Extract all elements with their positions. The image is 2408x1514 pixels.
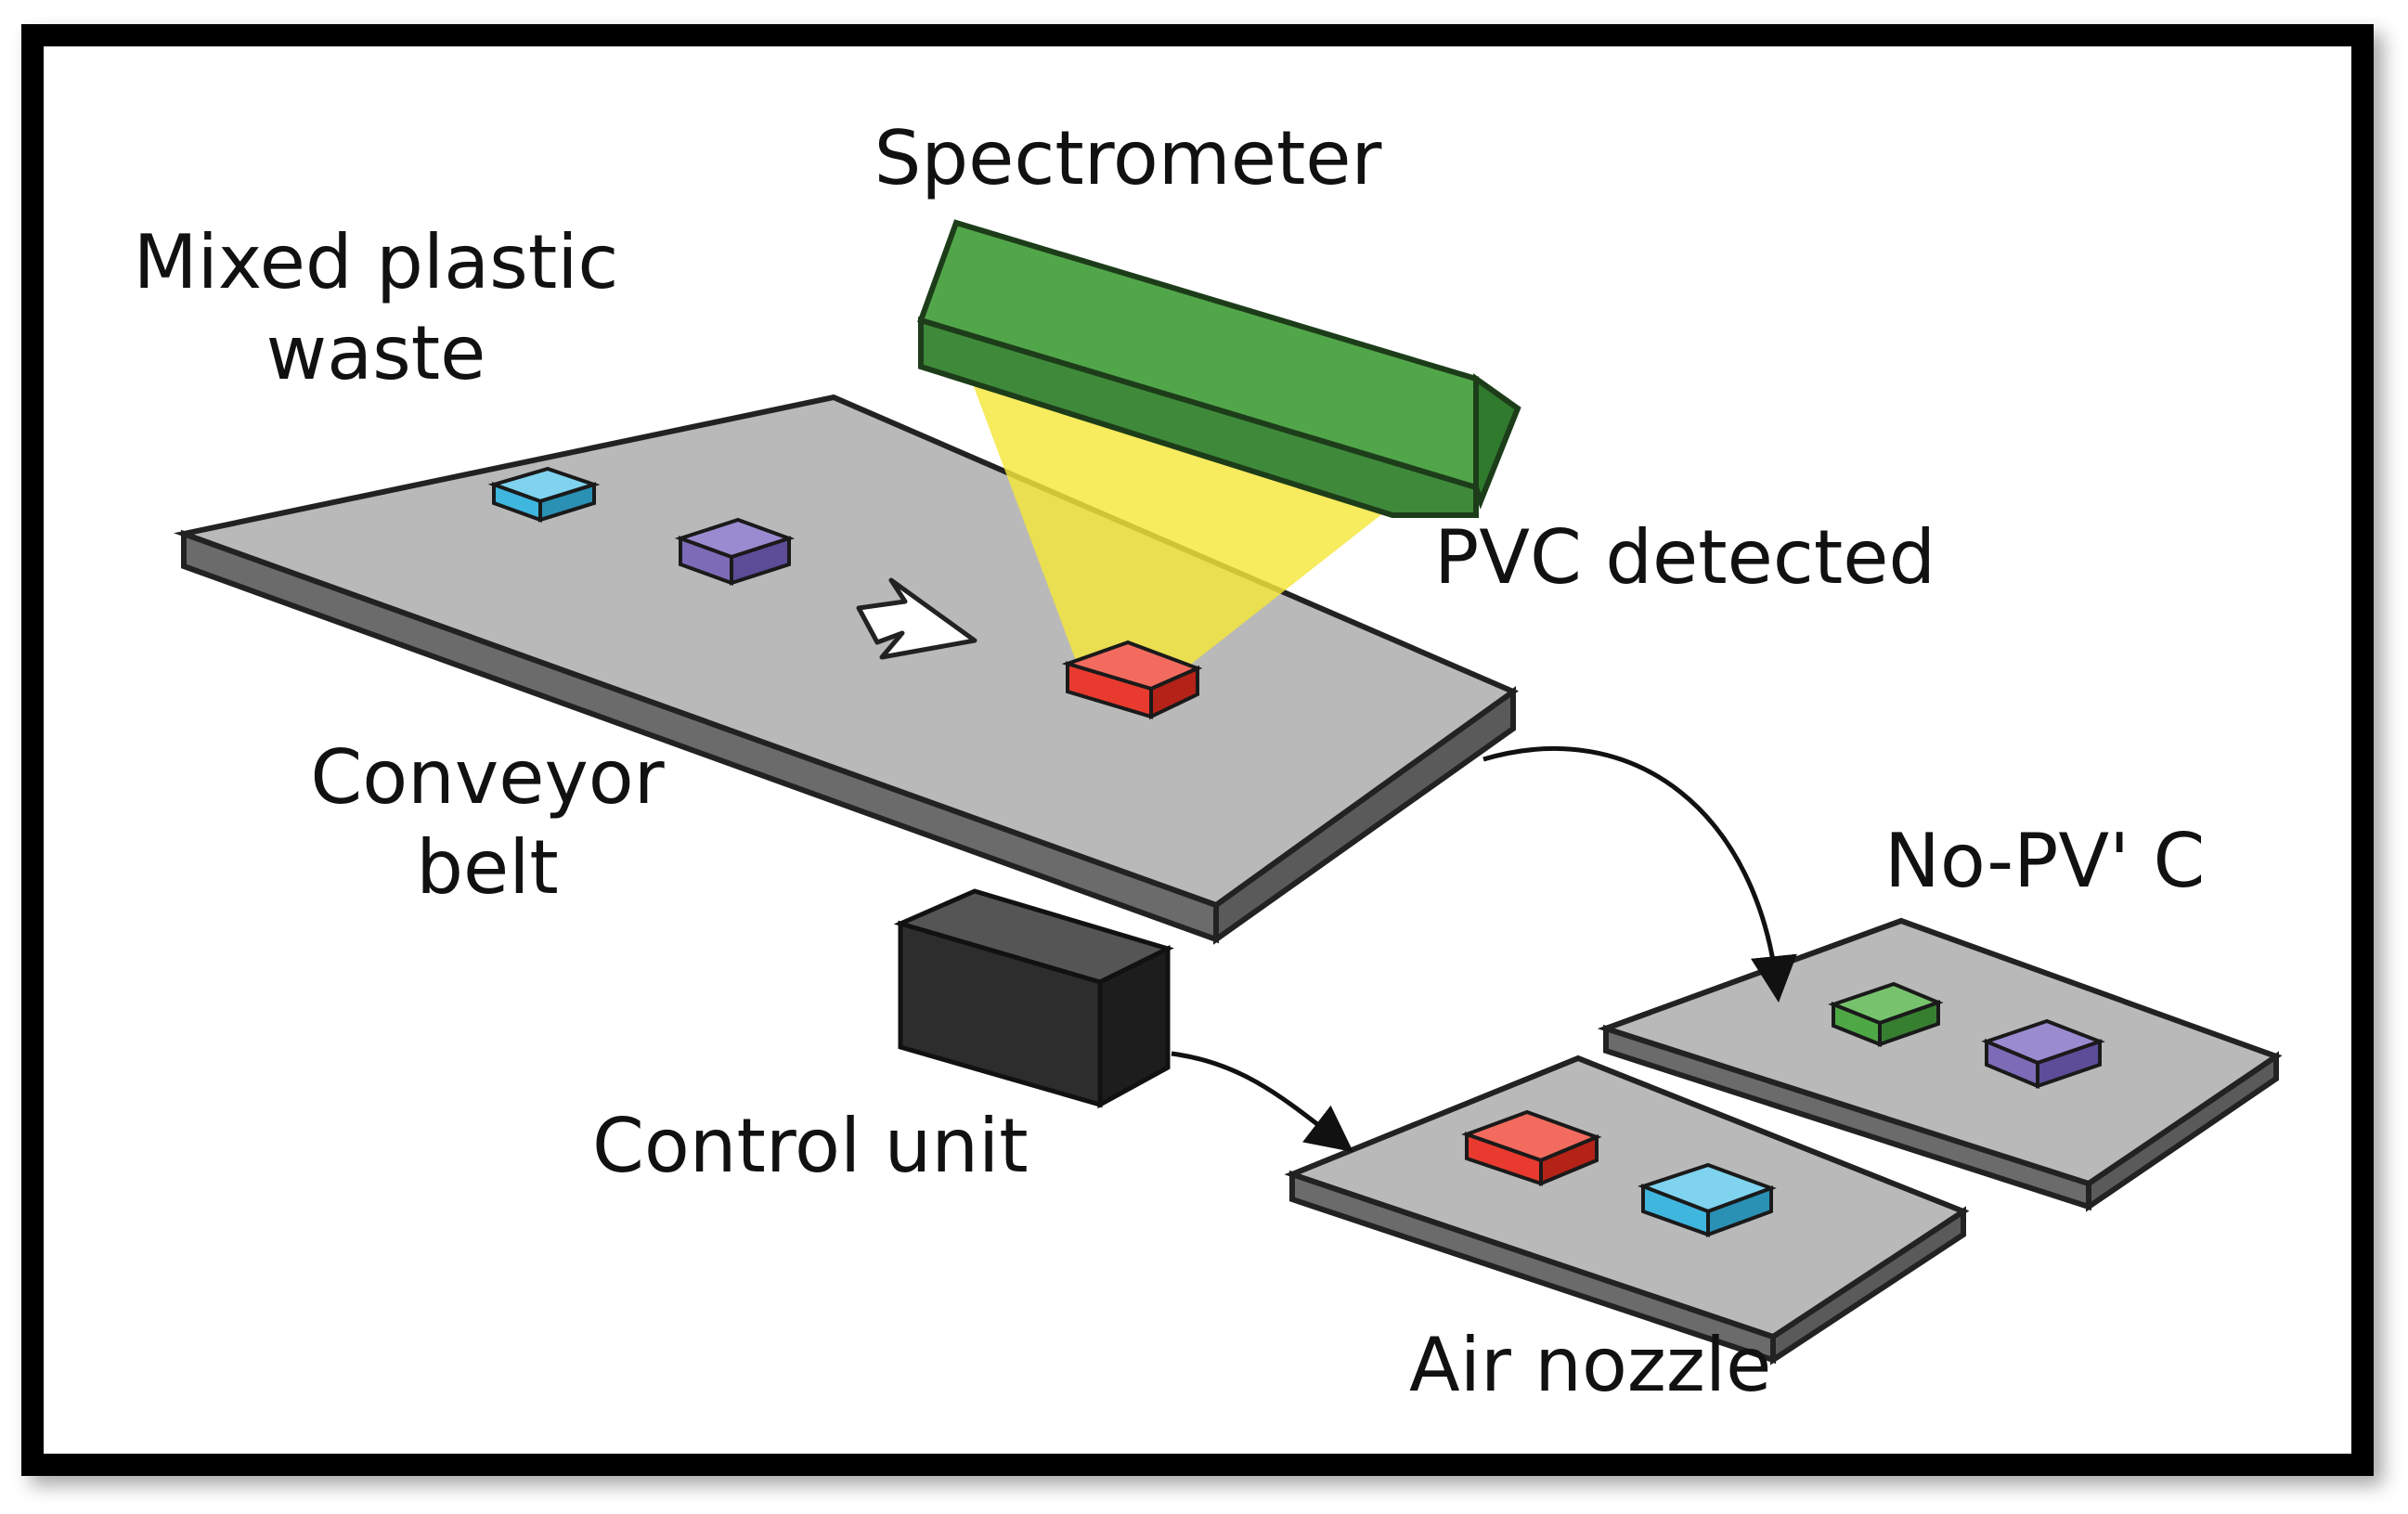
pvc-red-piece-conveyor [1061, 640, 1203, 720]
spectrometer-device [917, 219, 1521, 518]
purple-piece-conveyor [674, 517, 796, 586]
control-unit-side [1097, 944, 1171, 1109]
conveyor-belt-label-line2: belt [416, 824, 559, 911]
control-unit-box [893, 888, 1174, 1109]
conveyor-belt-top [174, 394, 1520, 909]
green-piece-tray [1828, 981, 1944, 1047]
air-nozzle-tray-top [1284, 1055, 1970, 1340]
no-pvc-label: No-PV' C [1884, 818, 2205, 904]
flow-arrow-to-no-pvc [1482, 745, 1797, 1003]
spectrometer-label: Spectrometer [874, 115, 1382, 201]
pvc-detected-label: PVC detected [1434, 514, 1935, 601]
detection-beam [954, 334, 1392, 679]
control-unit-label: Control unit [592, 1103, 1029, 1189]
flow-arrow-to-air-nozzle [1171, 1051, 1353, 1153]
purple-piece-tray [1981, 1018, 2105, 1090]
spectrometer-end [1473, 373, 1521, 510]
conveyor-belt [174, 394, 1520, 945]
air-nozzle-label: Air nozzle [1409, 1322, 1771, 1408]
mixed-plastic-label-line1: Mixed plastic [134, 219, 619, 305]
conveyor-belt-label-line1: Conveyor [310, 734, 664, 821]
red-piece-tray [1461, 1109, 1602, 1186]
outline-arrow-icon [856, 577, 977, 660]
cyan-piece-conveyor [487, 466, 601, 523]
air-nozzle-tray [1284, 1055, 1970, 1365]
cyan-piece-tray [1638, 1162, 1777, 1237]
mixed-plastic-label-line2: waste [266, 310, 486, 396]
